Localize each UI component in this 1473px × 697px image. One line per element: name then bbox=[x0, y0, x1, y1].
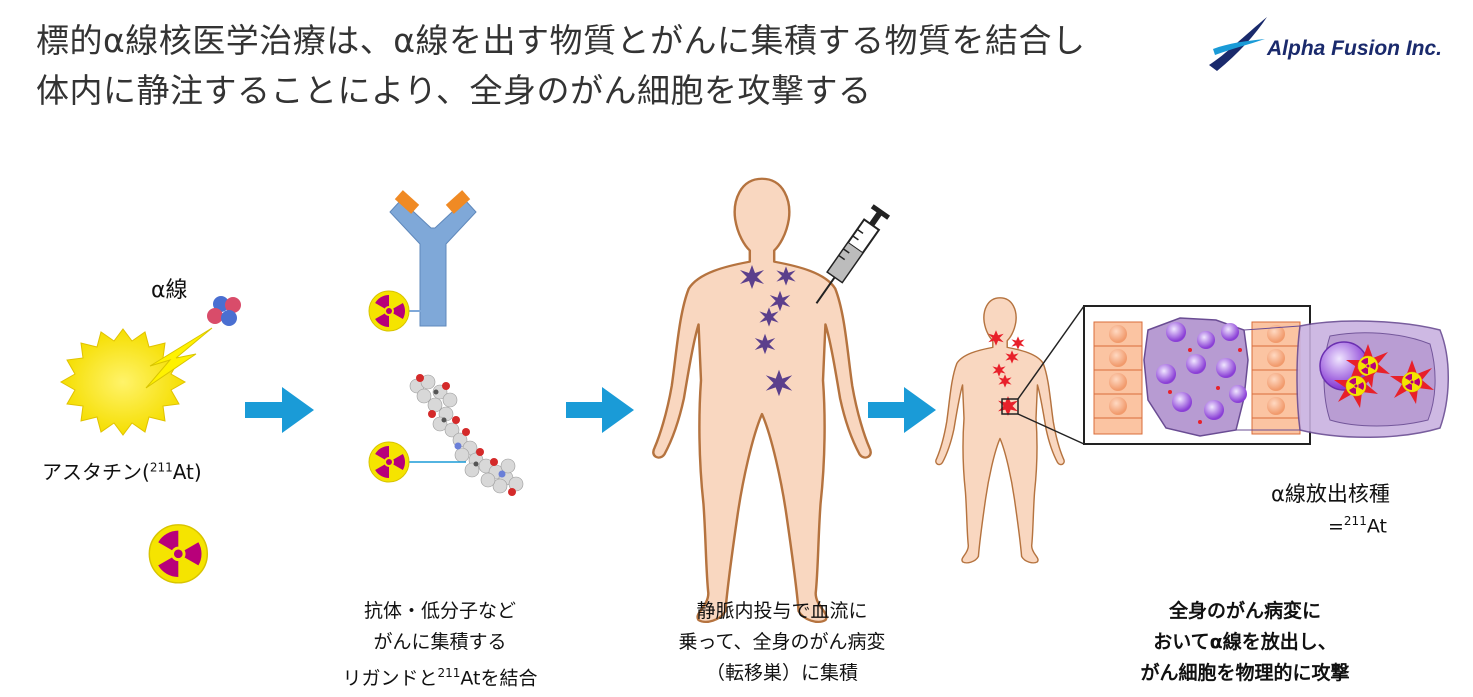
step3-caption-line: 乗って、全身のがん病変 bbox=[678, 631, 886, 653]
alpha-particle-icon bbox=[207, 296, 241, 326]
step4-caption: 全身のがん病変に おいてα線を放出し、 がん細胞を物理的に攻撃 bbox=[1110, 596, 1380, 689]
emitter-eq: = bbox=[1328, 515, 1344, 538]
radiation-symbol-icon bbox=[368, 290, 411, 332]
step4-caption-line: がん細胞を物理的に攻撃 bbox=[1140, 662, 1350, 684]
zoom-source-box bbox=[1001, 398, 1019, 415]
title-line-2: 体内に静注することにより、全身のがん細胞を攻撃する bbox=[36, 71, 872, 110]
step2-caption-mass: 211 bbox=[437, 666, 461, 680]
radiation-symbol-icon bbox=[368, 441, 411, 483]
flow-arrow-icon bbox=[245, 387, 314, 433]
step3-caption: 静脈内投与で血流に 乗って、全身のがん病変 （転移巣）に集積 bbox=[652, 596, 912, 689]
logo-swoosh-icon bbox=[1209, 17, 1267, 71]
step2-caption-text: Atを結合 bbox=[460, 667, 538, 690]
astatine-suffix: At) bbox=[172, 460, 202, 484]
step3-caption-line: （転移巣）に集積 bbox=[705, 662, 858, 684]
step3-caption-line: 静脈内投与で血流に bbox=[696, 600, 868, 622]
alpha-ray-label: α線 bbox=[151, 278, 188, 303]
tissue-zoom-panel bbox=[1083, 305, 1311, 445]
step2-caption-text: リガンドと bbox=[342, 667, 438, 690]
human-body-small-icon bbox=[935, 297, 1065, 564]
emitter-mass-number: 211 bbox=[1343, 514, 1367, 528]
flow-arrow-icon bbox=[868, 387, 936, 433]
step2-caption-line: 抗体・低分子など bbox=[363, 600, 516, 622]
human-body-icon bbox=[652, 177, 872, 624]
lightning-bolt-icon bbox=[145, 327, 213, 389]
astatine-mass-number: 211 bbox=[149, 460, 173, 475]
title-line-1: 標的α線核医学治療は、α線を出す物質とがんに集積する物質を結合し bbox=[36, 21, 1086, 60]
emitter-name-label: α線放出核種 bbox=[1271, 482, 1390, 506]
logo-text: Alpha Fusion Inc. bbox=[1267, 37, 1443, 60]
company-logo: Alpha Fusion Inc. bbox=[1205, 15, 1455, 77]
step2-caption-line: リガンドと211Atを結合 bbox=[340, 658, 540, 694]
step2-caption: 抗体・低分子など がんに集積する リガンドと211Atを結合 bbox=[340, 596, 540, 694]
step4-caption-line: 全身のがん病変に bbox=[1168, 600, 1321, 622]
emitter-symbol: At bbox=[1366, 515, 1387, 538]
astatine-label: アスタチン(211At) bbox=[42, 456, 202, 485]
step2-caption-line: がんに集積する bbox=[373, 631, 507, 653]
flow-arrow-icon bbox=[566, 387, 634, 433]
small-molecule-icon bbox=[409, 374, 524, 496]
astatine-prefix: アスタチン( bbox=[42, 460, 150, 484]
emitter-formula-label: =211At bbox=[1328, 514, 1387, 537]
step4-caption-line: おいてα線を放出し、 bbox=[1153, 631, 1337, 653]
syringe-icon bbox=[815, 204, 891, 304]
radiation-burst-icon bbox=[1334, 344, 1434, 408]
